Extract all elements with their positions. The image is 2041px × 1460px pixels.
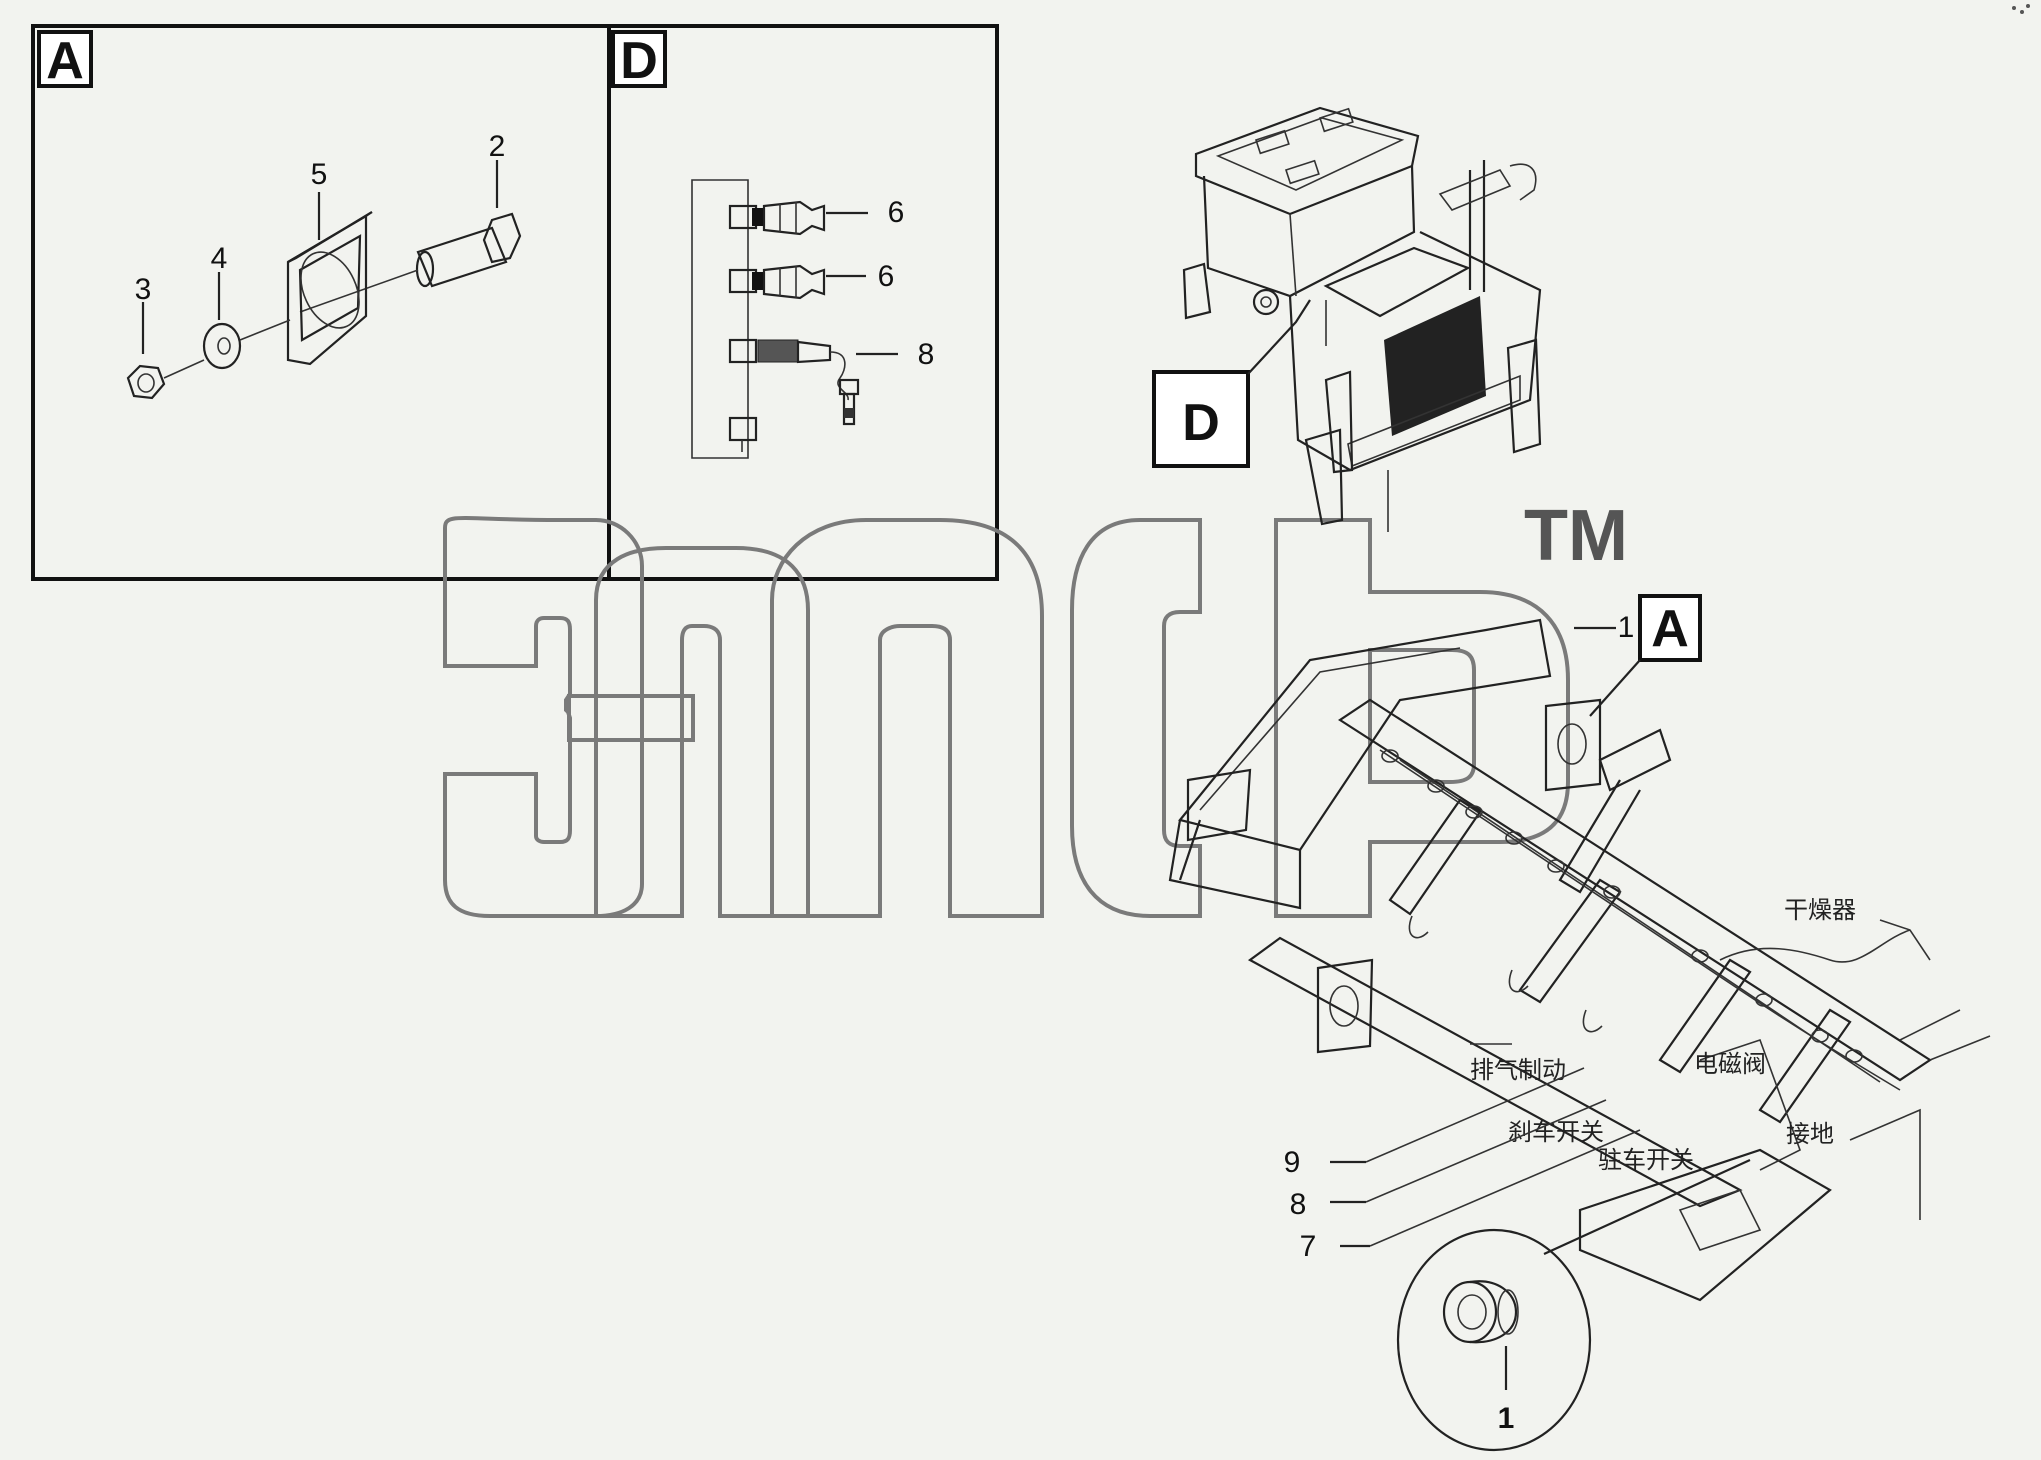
label-dryer: 干燥器 — [1784, 896, 1856, 924]
mounting-plate-part — [286, 211, 373, 366]
label-solenoid-valve: 电磁阀 — [1694, 1050, 1766, 1078]
detail-a-frame — [31, 24, 611, 581]
detail-a-panel: A 2 5 — [31, 24, 611, 581]
detail-d-panel: D — [607, 24, 999, 581]
watermark-glyph-p — [1274, 518, 1570, 918]
connector-8 — [728, 338, 860, 426]
label-parking-switch: 驻车开关 — [1598, 1146, 1694, 1174]
watermark: TM — [443, 496, 1628, 918]
callout-6b: 6 — [878, 260, 895, 293]
callout-line-8 — [1365, 1099, 1607, 1203]
callout-9: 9 — [1284, 1146, 1301, 1179]
watermark-dash — [567, 694, 695, 742]
connector-rail — [691, 179, 749, 459]
detail-d-tag: D — [620, 32, 658, 90]
callout-4: 4 — [211, 242, 228, 275]
main-tag-a-text: A — [1651, 600, 1689, 658]
watermark-glyph-c — [1070, 518, 1202, 918]
label-exhaust-brake: 排气制动 — [1470, 1056, 1566, 1084]
callout-6a: 6 — [888, 196, 905, 229]
nut-part — [126, 359, 205, 400]
callout-5: 5 — [311, 158, 328, 191]
callout-8-main: 8 — [1290, 1188, 1307, 1221]
callout-line-9 — [1365, 1067, 1585, 1163]
watermark-glyph-3 — [443, 516, 644, 918]
callout-7: 7 — [1300, 1230, 1317, 1263]
label-brake-switch: 刹车开关 — [1508, 1118, 1604, 1146]
watermark-glyph-n2 — [770, 518, 1044, 918]
grommet-leader — [1543, 1158, 1751, 1256]
connector-6-lower — [728, 264, 826, 300]
label-ground: 接地 — [1786, 1120, 1834, 1148]
detail-d-tag-box — [611, 30, 667, 88]
detail-d-frame — [607, 24, 999, 581]
watermark-glyph-n1 — [594, 546, 810, 918]
callout-1-top: 1 — [1618, 611, 1635, 644]
callout-2: 2 — [489, 130, 506, 163]
cab-illustration — [1182, 106, 1542, 532]
callout-3: 3 — [135, 273, 152, 306]
grommet-detail-circle: 1 — [1396, 1158, 1751, 1452]
callout-1-bottom: 1 — [1498, 1402, 1515, 1435]
corner-mark — [2012, 4, 2030, 14]
callouts-987: 9 8 7 — [1284, 1067, 1641, 1263]
main-tag-a: A 1 — [1574, 594, 1702, 717]
callout-8-detail: 8 — [918, 338, 935, 371]
tag-a-leader — [1589, 659, 1641, 717]
bolt-part — [299, 212, 522, 313]
tag-d-leader — [1247, 299, 1311, 375]
washer-part — [202, 319, 291, 370]
main-tag-d-text: D — [1182, 394, 1220, 452]
watermark-tm: TM — [1524, 496, 1628, 576]
harness-clips — [1381, 749, 1863, 1063]
connector-6-upper — [728, 200, 826, 236]
plug-empty — [728, 416, 758, 452]
main-tag-d: D — [1152, 299, 1311, 468]
callout-line-7 — [1369, 1129, 1641, 1247]
detail-a-tag: A — [46, 32, 84, 90]
detail-a-tag-box — [37, 30, 93, 88]
grommet-part — [1442, 1280, 1519, 1344]
